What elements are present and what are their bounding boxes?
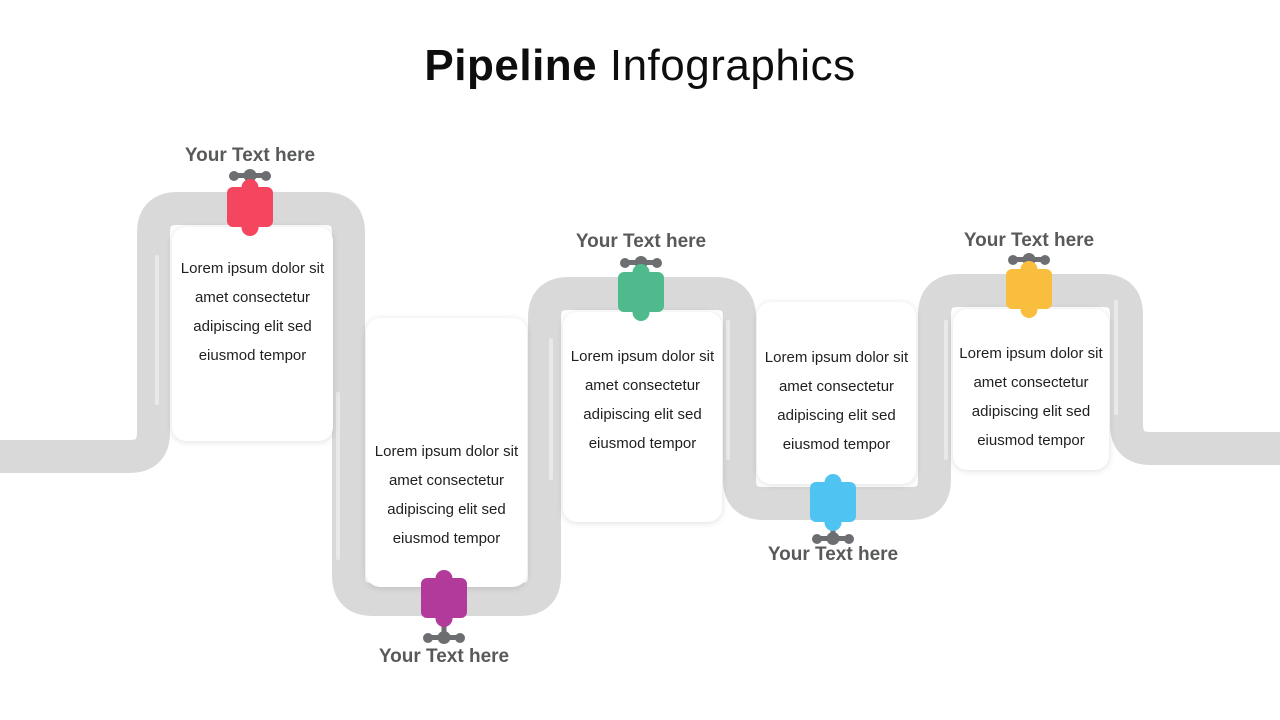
card-text-line: Lorem ipsum dolor sit xyxy=(374,443,519,460)
card-text-line: Lorem ipsum dolor sit xyxy=(180,260,325,277)
pipe-highlight xyxy=(944,320,948,460)
pipe-highlight xyxy=(336,392,340,560)
pipe-highlight xyxy=(549,338,553,480)
card-text-line: adipiscing elit sed xyxy=(777,407,896,424)
card-text-line: eiusmod tempor xyxy=(977,432,1085,449)
card-text-line: adipiscing elit sed xyxy=(387,501,506,518)
stage-label: Your Text here xyxy=(184,145,316,166)
card-text: Lorem ipsum dolor sit amet consectetur a… xyxy=(366,437,527,553)
card-text-line: amet consectetur xyxy=(778,378,895,395)
card-text: Lorem ipsum dolor sit amet consectetur a… xyxy=(172,254,333,370)
stage-label: Your Text here xyxy=(767,544,899,565)
title-emphasis: Pipeline xyxy=(424,41,598,90)
card-text-line: amet consectetur xyxy=(584,377,701,394)
card-text-line: eiusmod tempor xyxy=(588,435,697,452)
valve-icon xyxy=(1006,269,1052,309)
pipe-highlight xyxy=(726,320,730,460)
stage-card: Lorem ipsum dolor sit amet consectetur a… xyxy=(953,309,1109,470)
card-text-line: eiusmod tempor xyxy=(198,347,307,364)
card-text-line: Lorem ipsum dolor sit xyxy=(764,349,909,366)
valve-icon xyxy=(227,187,273,227)
stage-label: Your Text here xyxy=(378,646,510,667)
page-title: Pipeline Infographics xyxy=(0,40,1280,92)
card-text-line: amet consectetur xyxy=(973,374,1089,391)
card-text: Lorem ipsum dolor sit amet consectetur a… xyxy=(563,342,722,458)
valve-handle-icon xyxy=(423,622,465,644)
stage-card: Lorem ipsum dolor sit amet consectetur a… xyxy=(172,227,333,441)
card-text-line: Lorem ipsum dolor sit xyxy=(570,348,715,365)
stage-card: Lorem ipsum dolor sit amet consectetur a… xyxy=(366,318,527,587)
valve-icon xyxy=(810,482,856,522)
card-text-line: eiusmod tempor xyxy=(392,530,501,547)
card-text-line: Lorem ipsum dolor sit xyxy=(959,345,1103,362)
stage-card: Lorem ipsum dolor sit amet consectetur a… xyxy=(757,302,916,484)
card-text-line: adipiscing elit sed xyxy=(583,406,702,423)
pipe-highlight xyxy=(1114,300,1118,415)
card-text-line: adipiscing elit sed xyxy=(193,318,312,335)
valve-icon xyxy=(618,272,664,312)
card-text: Lorem ipsum dolor sit amet consectetur a… xyxy=(757,343,916,459)
pipe-highlight xyxy=(155,255,159,405)
card-text-line: amet consectetur xyxy=(194,289,311,306)
stage-label: Your Text here xyxy=(963,230,1095,251)
card-text-line: eiusmod tempor xyxy=(782,436,891,453)
valve-icon xyxy=(421,578,467,618)
stage-card: Lorem ipsum dolor sit amet consectetur a… xyxy=(563,312,722,522)
card-text: Lorem ipsum dolor sit amet consectetur a… xyxy=(953,339,1109,455)
card-text-line: amet consectetur xyxy=(388,472,505,489)
card-text-line: adipiscing elit sed xyxy=(971,403,1091,420)
title-rest: Infographics xyxy=(597,41,856,90)
stage-label: Your Text here xyxy=(575,231,707,252)
